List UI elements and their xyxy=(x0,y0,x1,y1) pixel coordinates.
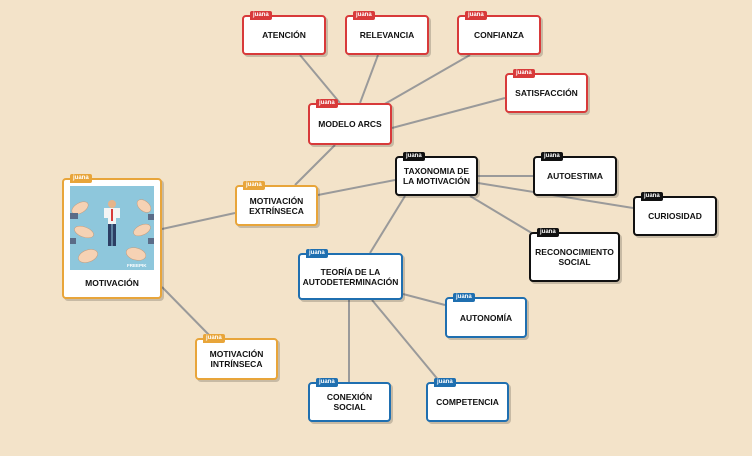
author-tag: juana xyxy=(70,174,92,183)
node-label: ATENCIÓN xyxy=(262,30,306,40)
node-label: AUTOESTIMA xyxy=(546,171,604,181)
node-confianza[interactable]: juana CONFIANZA xyxy=(457,11,541,55)
node-label: RELEVANCIA xyxy=(359,30,415,40)
node-conexion-social[interactable]: juana CONEXIÓN SOCIAL xyxy=(308,378,391,422)
author-tag: juana xyxy=(513,69,535,78)
node-motivacion-intrinseca[interactable]: juana MOTIVACIÓN INTRÍNSECA xyxy=(195,334,278,380)
link-extrinseca-arcs xyxy=(294,144,336,186)
author-tag: juana xyxy=(434,378,456,387)
node-atencion[interactable]: juana ATENCIÓN xyxy=(242,11,326,55)
author-tag: juana xyxy=(453,293,475,302)
node-taxonomia[interactable]: juana TAXONOMIA DE LA MOTIVACIÓN xyxy=(395,152,478,196)
node-label: TAXONOMIA DE LA MOTIVACIÓN xyxy=(402,166,471,186)
link-teoria-competencia xyxy=(371,299,441,383)
node-competencia[interactable]: juana COMPETENCIA xyxy=(426,378,509,422)
node-teoria-autodeterminacion[interactable]: juana TEORÍA DE LA AUTODETERMINACIÓN xyxy=(298,249,403,300)
node-motivacion[interactable]: juana xyxy=(62,174,162,299)
link-arcs-relevancia xyxy=(359,54,379,104)
node-motivacion-extrinseca[interactable]: juana MOTIVACIÓN EXTRÍNSECA xyxy=(235,181,318,226)
author-tag: juana xyxy=(306,249,328,258)
link-motivacion-extrinseca xyxy=(161,212,236,230)
author-tag: juana xyxy=(541,152,563,161)
node-label: MOTIVACIÓN xyxy=(85,278,139,288)
node-label: CONEXIÓN SOCIAL xyxy=(326,392,373,412)
link-taxonomia-reconocimiento xyxy=(469,195,536,236)
image-watermark: FREEPIK xyxy=(127,263,147,268)
node-relevancia[interactable]: juana RELEVANCIA xyxy=(345,11,429,55)
link-arcs-atencion xyxy=(299,54,341,104)
node-autoestima[interactable]: juana AUTOESTIMA xyxy=(533,152,617,196)
author-tag: juana xyxy=(243,181,265,190)
node-label: CURIOSIDAD xyxy=(648,211,702,221)
node-modelo-arcs[interactable]: juana MODELO ARCS xyxy=(308,99,392,145)
node-label: MOTIVACIÓN INTRÍNSECA xyxy=(209,349,264,369)
link-extrinseca-taxonomia xyxy=(317,179,396,196)
applause-illustration: FREEPIK xyxy=(70,186,154,270)
author-tag: juana xyxy=(537,228,559,237)
author-tag: juana xyxy=(250,11,272,20)
link-taxonomia-teoria xyxy=(369,195,406,254)
author-tag: juana xyxy=(316,99,338,108)
author-tag: juana xyxy=(641,192,663,201)
node-autonomia[interactable]: juana AUTONOMÍA xyxy=(445,293,527,338)
link-arcs-confianza xyxy=(382,54,471,106)
node-label: SATISFACCIÓN xyxy=(515,88,578,98)
node-label: COMPETENCIA xyxy=(436,397,499,407)
node-label: TEORÍA DE LA AUTODETERMINACIÓN xyxy=(302,266,399,287)
node-label: RECONOCIMIENTO SOCIAL xyxy=(535,247,614,267)
author-tag: juana xyxy=(465,11,487,20)
motivation-photo: FREEPIK xyxy=(70,186,154,270)
link-teoria-autonomia xyxy=(402,293,446,306)
link-motivacion-intrinseca xyxy=(161,286,213,339)
node-label: AUTONOMÍA xyxy=(459,312,513,323)
author-tag: juana xyxy=(403,152,425,161)
author-tag: juana xyxy=(203,334,225,343)
node-reconocimiento-social[interactable]: juana RECONOCIMIENTO SOCIAL xyxy=(529,228,620,282)
link-arcs-satisfaccion xyxy=(391,97,506,129)
author-tag: juana xyxy=(316,378,338,387)
node-curiosidad[interactable]: juana CURIOSIDAD xyxy=(633,192,717,236)
author-tag: juana xyxy=(353,11,375,20)
node-satisfaccion[interactable]: juana SATISFACCIÓN xyxy=(505,69,588,113)
node-label: MOTIVACIÓN EXTRÍNSECA xyxy=(249,195,304,216)
node-label: MODELO ARCS xyxy=(318,119,382,129)
node-label: CONFIANZA xyxy=(473,30,525,40)
